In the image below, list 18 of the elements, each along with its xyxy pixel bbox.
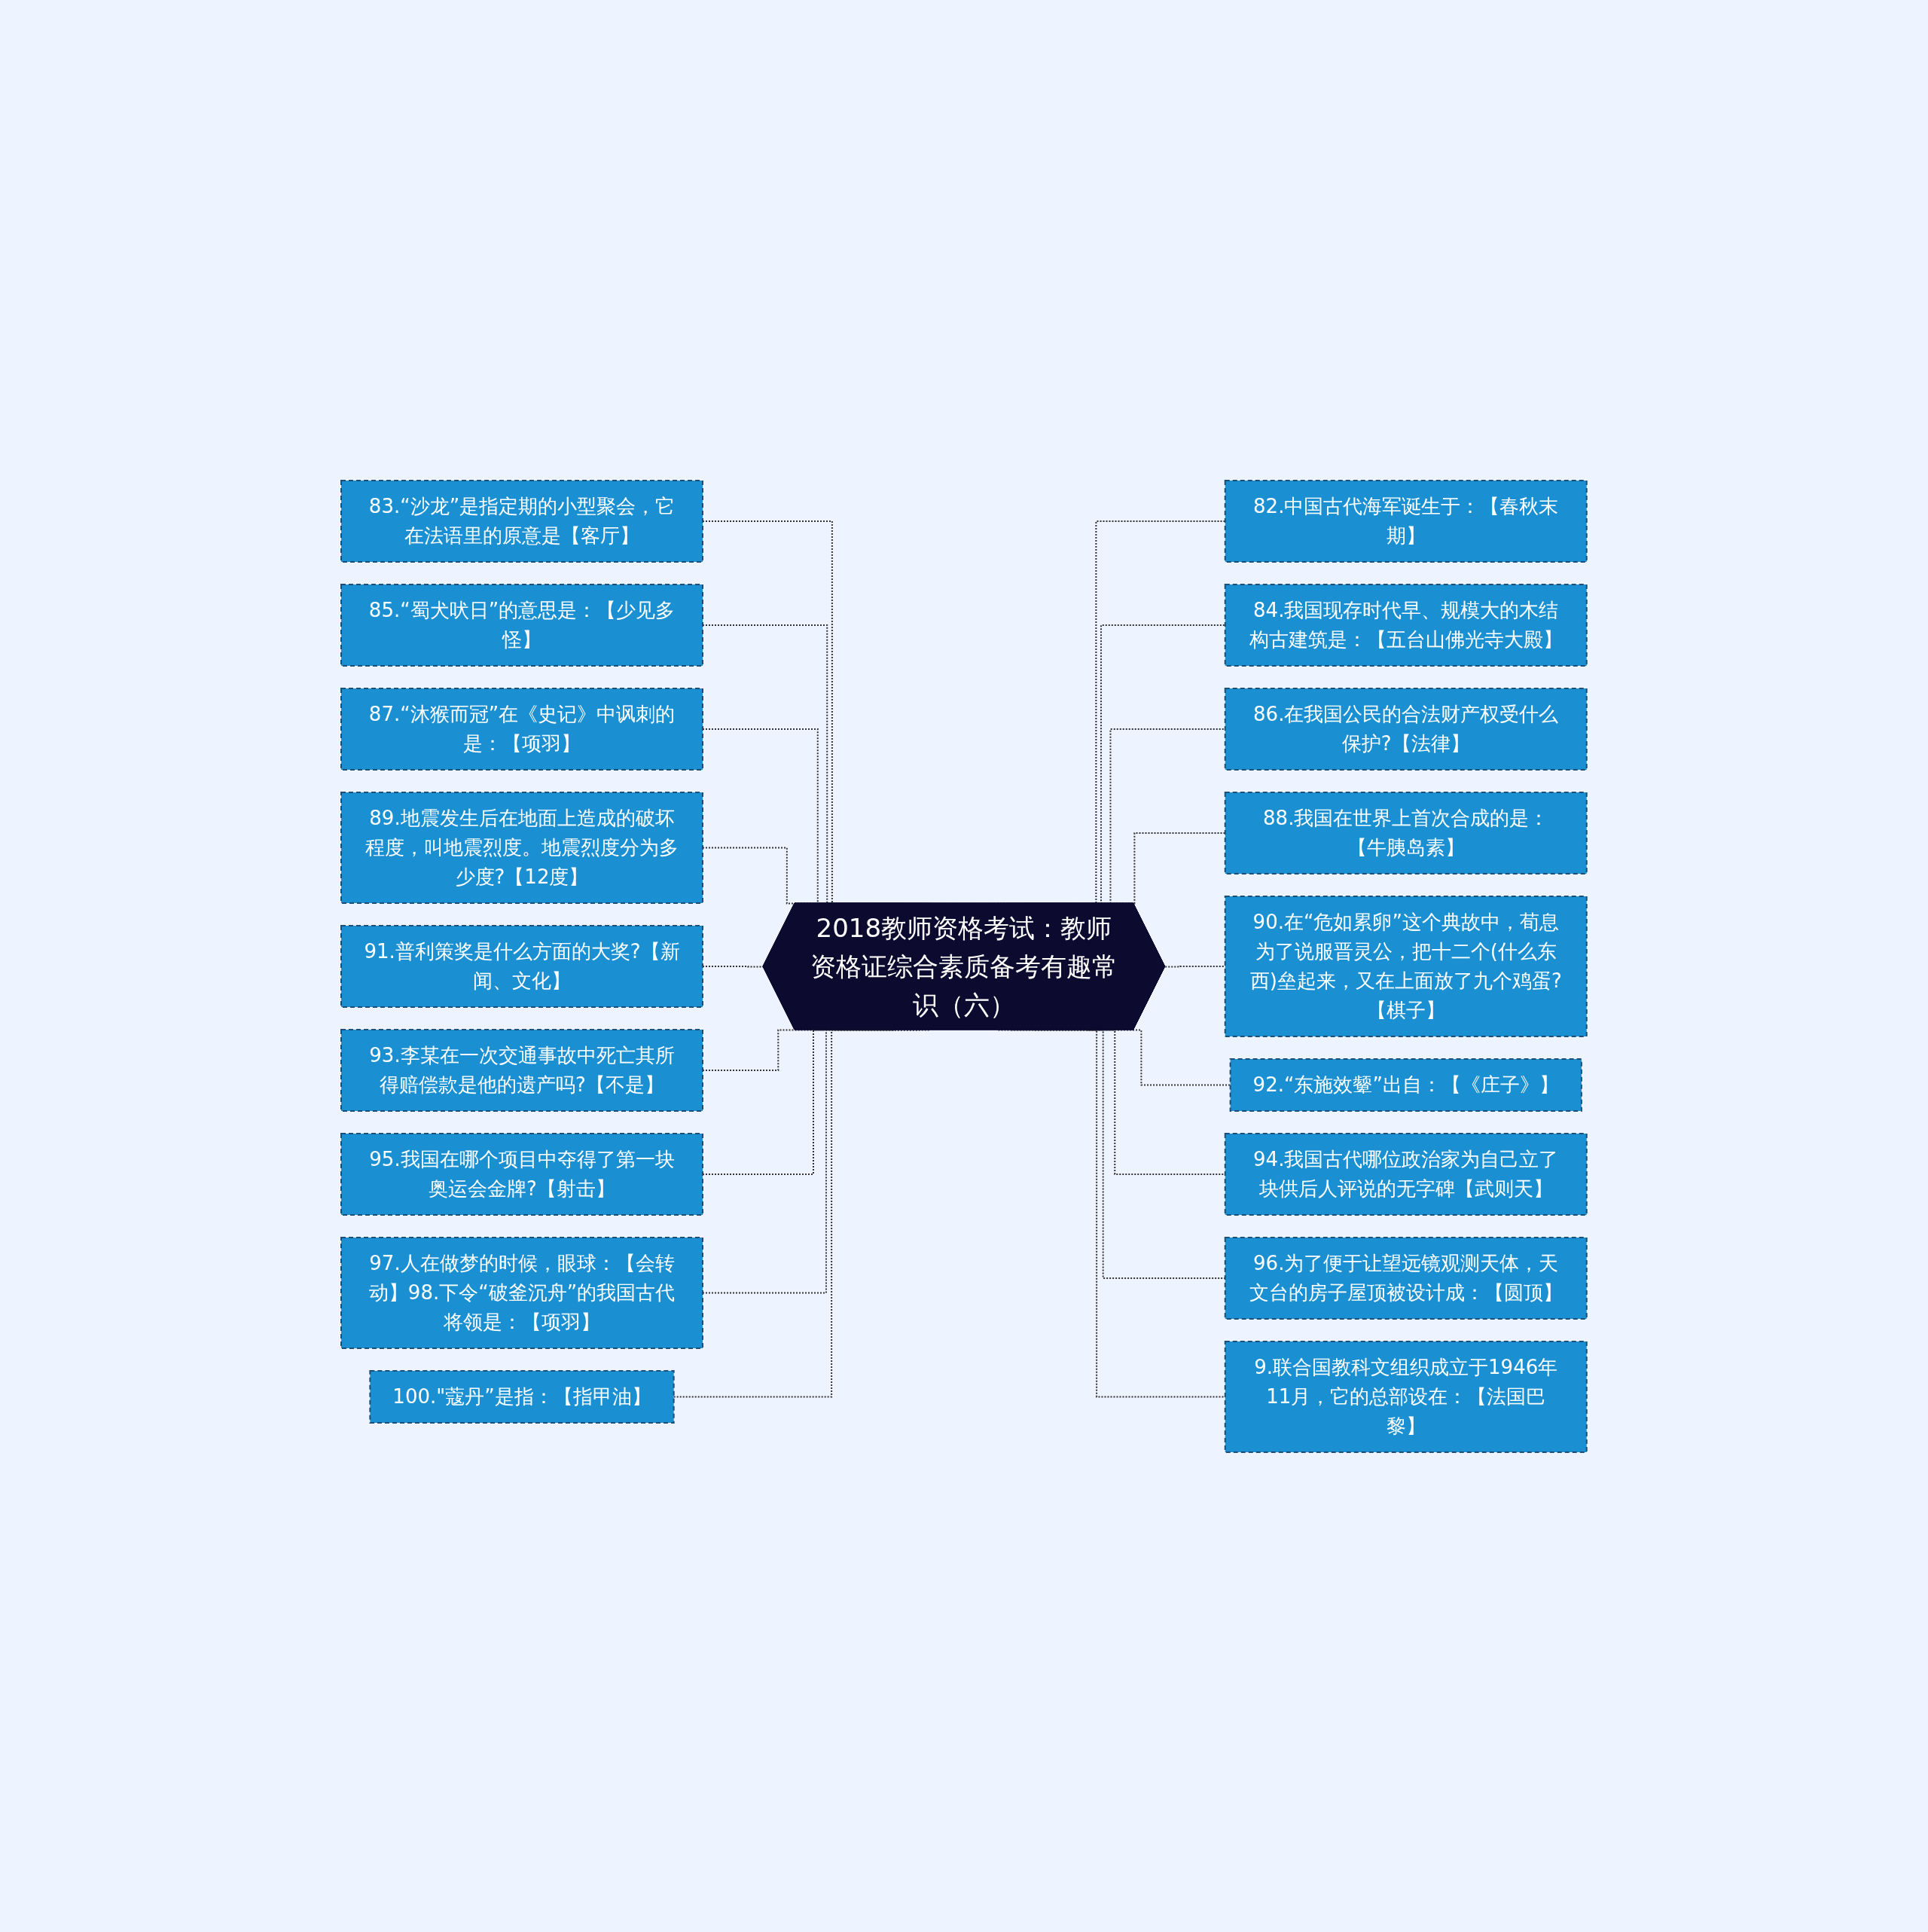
- node-box: 86.在我国公民的合法财产权受什么保护?【法律】: [1224, 687, 1588, 771]
- node-box: 95.我国在哪个项目中夺得了第一块奥运会金牌?【射击】: [340, 1132, 704, 1216]
- node-box: 89.地震发生后在地面上造成的破坏程度，叫地震烈度。地震烈度分为多少度?【12度】: [340, 791, 704, 904]
- node-box: 94.我国古代哪位政治家为自己立了块供后人评说的无字碑【武则天】: [1224, 1132, 1588, 1216]
- node-box: 85.“蜀犬吠日”的意思是：【少见多怪】: [340, 583, 704, 667]
- node-box: 84.我国现存时代早、规模大的木结构古建筑是：【五台山佛光寺大殿】: [1224, 583, 1588, 667]
- node-box: 83.“沙龙”是指定期的小型聚会，它在法语里的原意是【客厅】: [340, 479, 704, 563]
- node-box: 91.普利策奖是什么方面的大奖?【新闻、文化】: [340, 924, 704, 1008]
- node-box: 90.在“危如累卵”这个典故中，荀息为了说服晋灵公，把十二个(什么东西)垒起来，又在上面放了九个鸡蛋?【棋子】: [1224, 895, 1588, 1037]
- node-box: 9.联合国教科文组织成立于1946年11月，它的总部设在：【法国巴黎】: [1224, 1340, 1588, 1453]
- node-box: 96.为了便于让望远镜观测天体，天文台的房子屋顶被设计成：【圆顶】: [1224, 1236, 1588, 1320]
- node-box: 88.我国在世界上首次合成的是：【牛胰岛素】: [1224, 791, 1588, 874]
- node-box: 100."蔻丹”是指：【指甲油】: [369, 1369, 675, 1424]
- node-box: 97.人在做梦的时候，眼球：【会转动】98.下令“破釜沉舟”的我国古代将领是：【项羽】: [340, 1236, 704, 1349]
- node-box: 82.中国古代海军诞生于：【春秋末期】: [1224, 479, 1588, 563]
- node-box: 93.李某在一次交通事故中死亡其所得赔偿款是他的遗产吗?【不是】: [340, 1028, 704, 1112]
- node-box: 92.“东施效颦”出自：【《庄子》】: [1229, 1058, 1582, 1112]
- node-box: 87.“沐猴而冠”在《史记》中讽刺的是：【项羽】: [340, 687, 704, 771]
